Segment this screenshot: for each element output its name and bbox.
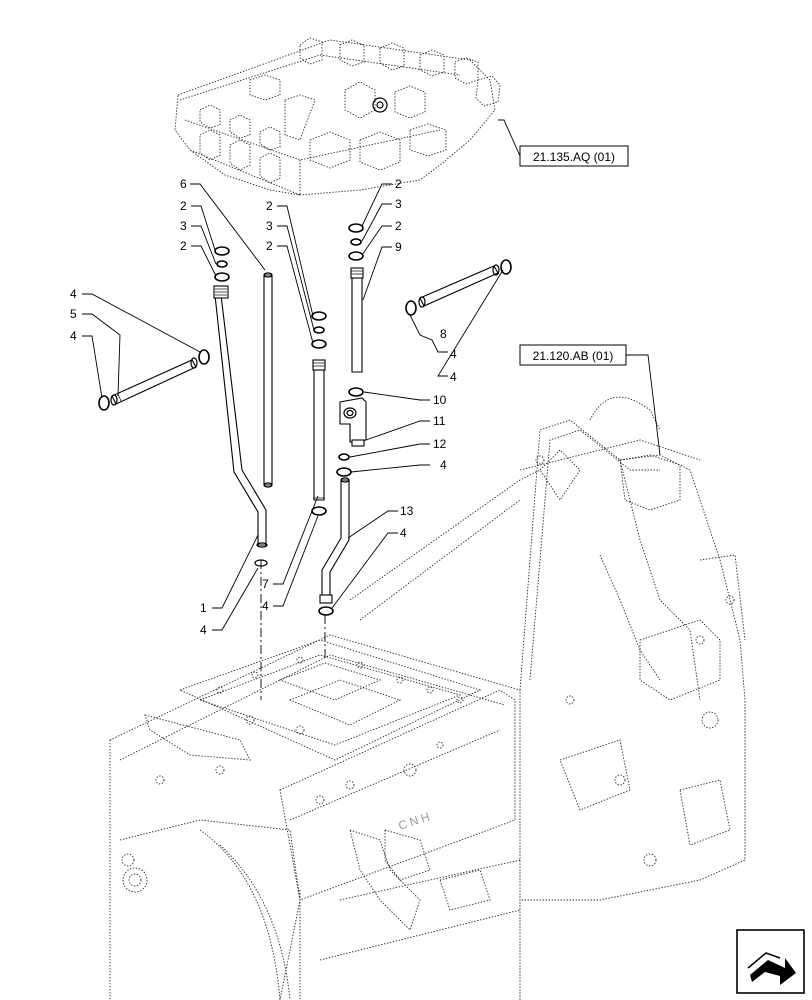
callout-6: 6 bbox=[180, 177, 187, 191]
leader-lines bbox=[82, 119, 661, 631]
svg-text:CNH: CNH bbox=[397, 809, 435, 833]
pipe-9-straight bbox=[350, 267, 364, 373]
callout-3: 3 bbox=[266, 219, 273, 233]
callout-2: 2 bbox=[395, 219, 402, 233]
callout-12: 12 bbox=[433, 437, 447, 451]
callout-2: 2 bbox=[266, 199, 273, 213]
elbow-fitting-11 bbox=[339, 397, 367, 447]
transmission-housing: CNH bbox=[109, 396, 746, 1000]
callout-2: 2 bbox=[180, 199, 187, 213]
control-valve-block bbox=[174, 37, 501, 196]
callout-2: 2 bbox=[266, 239, 273, 253]
callout-4: 4 bbox=[70, 329, 77, 343]
callout-2: 2 bbox=[395, 177, 402, 191]
pipe-6-straight bbox=[263, 272, 273, 488]
callout-4: 4 bbox=[440, 458, 447, 472]
callout-11: 11 bbox=[433, 414, 446, 428]
o-rings bbox=[98, 223, 512, 616]
reference-label-top[interactable]: 21.135.AQ (01) bbox=[533, 150, 615, 164]
callout-7: 7 bbox=[262, 577, 269, 591]
callout-9: 9 bbox=[395, 240, 402, 254]
callout-4: 4 bbox=[200, 623, 207, 637]
callout-2: 2 bbox=[180, 239, 187, 253]
pipe-7-straight bbox=[312, 359, 326, 501]
reference-box-middle[interactable]: 21.120.AB (01) bbox=[519, 344, 627, 366]
callout-4: 4 bbox=[262, 599, 269, 613]
callout-4: 4 bbox=[450, 370, 457, 384]
callout-4: 4 bbox=[450, 347, 457, 361]
reference-box-top[interactable]: 21.135.AQ (01) bbox=[519, 145, 629, 167]
callout-3: 3 bbox=[180, 219, 187, 233]
callout-1: 1 bbox=[200, 601, 207, 615]
callout-5: 5 bbox=[70, 307, 77, 321]
reference-label-middle[interactable]: 21.120.AB (01) bbox=[533, 349, 614, 363]
pipe-13-bent bbox=[319, 477, 350, 604]
assembly-centerlines bbox=[260, 560, 326, 700]
callout-4: 4 bbox=[70, 287, 77, 301]
callout-10: 10 bbox=[433, 393, 447, 407]
callout-4: 4 bbox=[400, 526, 407, 540]
callout-labels: 6 2 3 2 2 3 2 2 3 2 9 4 5 4 8 4 4 10 11 … bbox=[70, 177, 457, 637]
callout-3: 3 bbox=[395, 197, 402, 211]
callout-8: 8 bbox=[440, 327, 447, 341]
tube-8-sleeve bbox=[418, 264, 500, 308]
tube-5-sleeve bbox=[110, 357, 198, 406]
callout-13: 13 bbox=[400, 504, 414, 518]
pipe-1-bent bbox=[213, 285, 268, 548]
next-page-arrow-icon[interactable] bbox=[736, 929, 805, 994]
